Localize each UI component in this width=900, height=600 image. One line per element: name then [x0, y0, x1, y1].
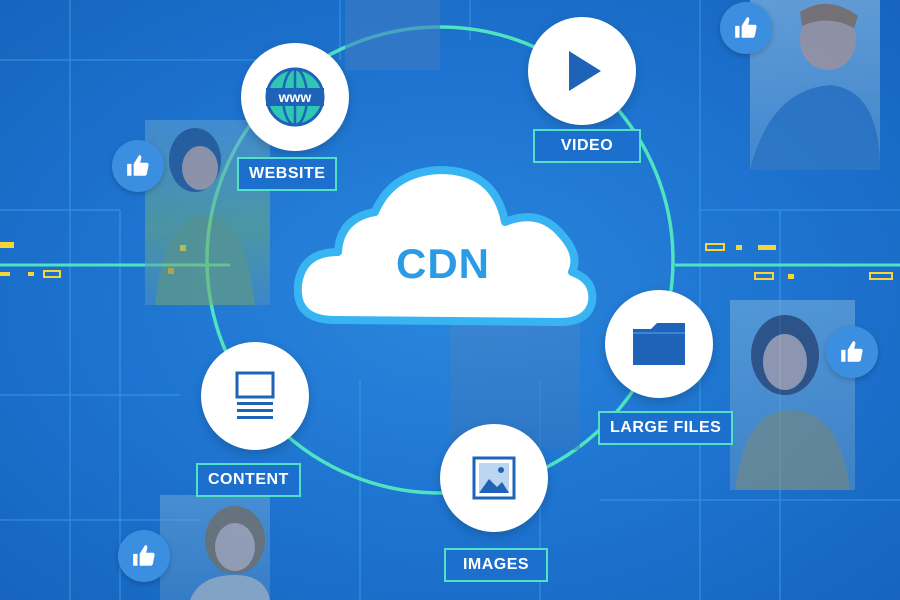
thumbs-up-icon — [118, 530, 170, 582]
large-files-label: LARGE FILES — [598, 411, 734, 445]
cdn-label: CDN — [396, 240, 490, 287]
website-label: WEBSITE — [237, 157, 338, 191]
folder-icon — [633, 323, 685, 365]
person-photo-left — [145, 120, 270, 305]
content-label: CONTENT — [196, 463, 301, 497]
thumbs-up-icon — [826, 326, 878, 378]
large-files-node[interactable] — [605, 290, 713, 398]
play-icon — [569, 51, 601, 91]
image-icon — [472, 456, 516, 500]
www-text: www — [278, 89, 312, 105]
images-node[interactable] — [440, 424, 548, 532]
document-icon — [235, 371, 275, 419]
video-label: VIDEO — [533, 129, 641, 163]
images-label: IMAGES — [444, 548, 548, 582]
person-photo-bottom-left — [160, 495, 270, 600]
video-node[interactable] — [528, 17, 636, 125]
thumbs-up-icon — [112, 140, 164, 192]
cdn-cloud-icon — [293, 166, 597, 326]
thumbs-up-icon — [720, 2, 772, 54]
globe-www-icon: www — [265, 67, 325, 127]
website-node[interactable]: www — [241, 43, 349, 151]
content-node[interactable] — [201, 342, 309, 450]
person-photo-right — [730, 300, 855, 490]
person-photo-top — [345, 0, 440, 70]
